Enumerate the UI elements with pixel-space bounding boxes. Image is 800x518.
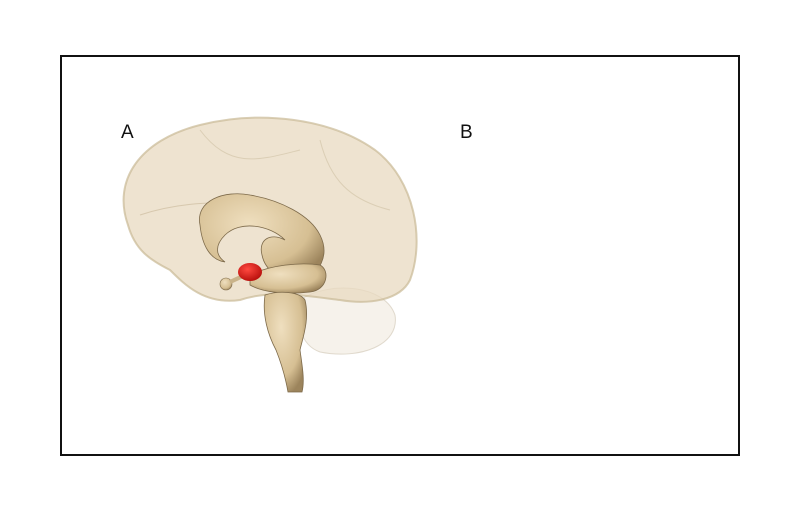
panel-label-b: B	[460, 122, 473, 143]
panel-a-brain	[122, 116, 418, 393]
lateral-ventricle	[199, 193, 325, 281]
brainstem-a	[263, 291, 308, 393]
hippocampus	[249, 263, 327, 294]
figure-frame	[60, 55, 740, 456]
amygdala-highlight-a	[238, 263, 262, 281]
panel-label-a: A	[121, 122, 134, 143]
